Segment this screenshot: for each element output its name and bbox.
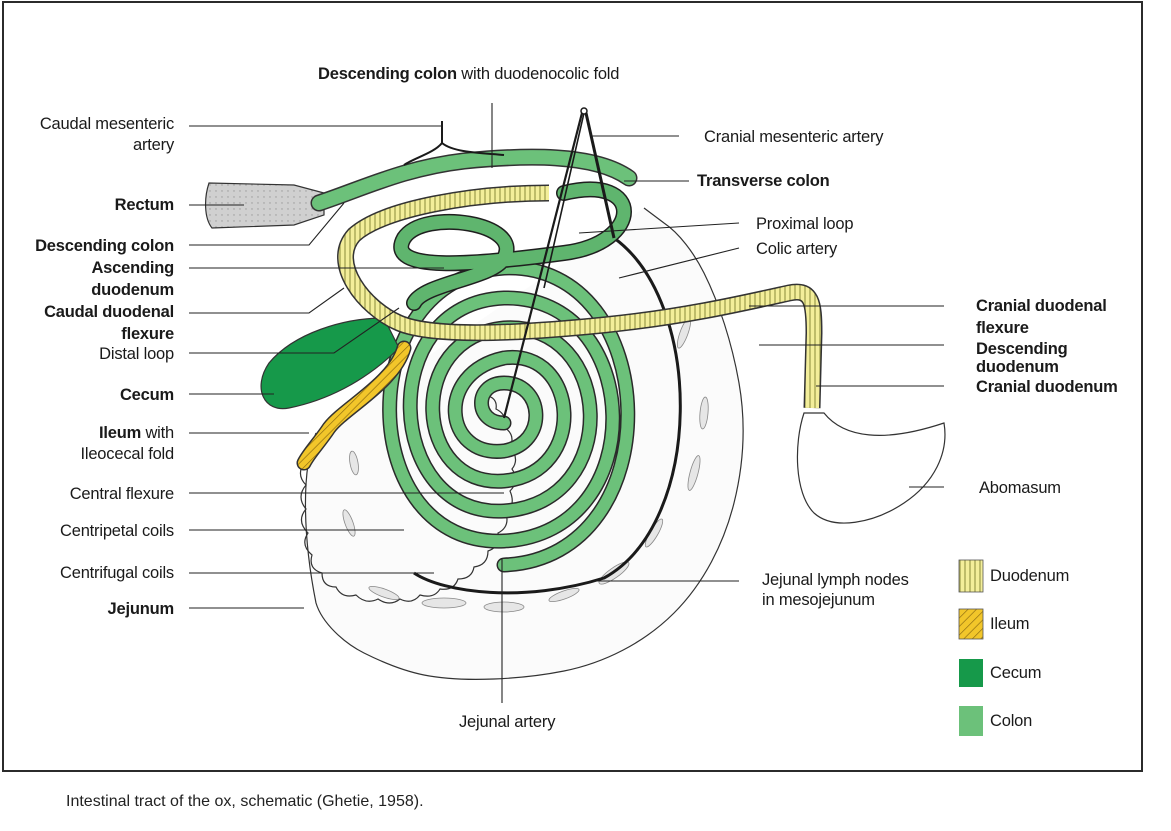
jejunal-lymph-nodes — [342, 317, 709, 613]
figure-caption: Intestinal tract of the ox, schematic (G… — [66, 793, 424, 810]
label-descending-duodenum-2: duodenum — [976, 358, 1059, 376]
label-colic-artery: Colic artery — [756, 240, 838, 258]
leader-lines — [189, 103, 944, 703]
legend-label-duodenum: Duodenum — [990, 567, 1069, 585]
label-caudal-mesenteric-artery-1: Caudal mesenteric — [40, 115, 174, 133]
label-descending-colon-fold: Descending colon with duodenocolic fold — [318, 65, 619, 83]
legend-label-cecum: Cecum — [990, 664, 1041, 682]
label-ascending-duodenum-1: Ascending — [91, 259, 174, 277]
label-ileocecal-fold: Ileocecal fold — [80, 445, 174, 463]
intestinal-tract-diagram: Descending colon with duodenocolic fold … — [35, 65, 1118, 736]
label-cranial-duodenum: Cranial duodenum — [976, 378, 1118, 396]
label-distal-loop: Distal loop — [99, 345, 174, 363]
label-proximal-loop: Proximal loop — [756, 215, 853, 233]
label-jejunal-lymph-nodes-1: Jejunal lymph nodes — [762, 571, 909, 589]
legend-swatch-duodenum — [958, 559, 984, 593]
cecum-shape — [260, 317, 400, 410]
label-transverse-colon: Transverse colon — [697, 172, 830, 190]
cranial-mesenteric-artery — [502, 107, 616, 419]
label-jejunum: Jejunum — [108, 600, 174, 618]
colon-spiral — [382, 260, 636, 573]
label-jejunal-artery: Jejunal artery — [459, 713, 556, 731]
label-ileum: Ileum with — [99, 424, 174, 442]
label-descending-duodenum-1: Descending — [976, 340, 1068, 358]
caudal-mesenteric-artery — [403, 121, 505, 166]
legend-swatch-cecum — [959, 659, 983, 687]
label-cecum: Cecum — [120, 386, 174, 404]
legend-swatch-colon — [959, 706, 983, 736]
label-ascending-duodenum-2: duodenum — [91, 281, 174, 299]
figure-frame: Descending colon with duodenocolic fold … — [2, 1, 1143, 772]
legend-label-colon: Colon — [990, 712, 1032, 730]
label-centrifugal-coils: Centrifugal coils — [60, 564, 174, 582]
label-jejunal-lymph-nodes-2: in mesojejunum — [762, 591, 875, 609]
mesentery-fringe — [299, 394, 517, 604]
legend-label-ileum: Ileum — [990, 615, 1029, 633]
abomasum-shape — [796, 412, 946, 524]
label-cranial-duodenal-flexure-2: flexure — [976, 319, 1029, 337]
label-caudal-duodenal-flexure-1: Caudal duodenal — [44, 303, 174, 321]
legend-swatch-ileum — [958, 608, 984, 640]
label-rectum: Rectum — [115, 196, 174, 214]
label-descending-colon: Descending colon — [35, 237, 174, 255]
proximal-loop — [393, 181, 632, 311]
label-cranial-duodenal-flexure-1: Cranial duodenal — [976, 297, 1107, 315]
legend: Duodenum Ileum Cecum Colon — [958, 559, 1069, 736]
label-abomasum: Abomasum — [979, 479, 1061, 497]
label-caudal-duodenal-flexure-2: flexure — [121, 325, 174, 343]
label-caudal-mesenteric-artery-2: artery — [133, 136, 175, 154]
label-centripetal-coils: Centripetal coils — [60, 522, 174, 540]
label-central-flexure: Central flexure — [70, 485, 174, 503]
label-cranial-mesenteric-artery: Cranial mesenteric artery — [704, 128, 884, 146]
